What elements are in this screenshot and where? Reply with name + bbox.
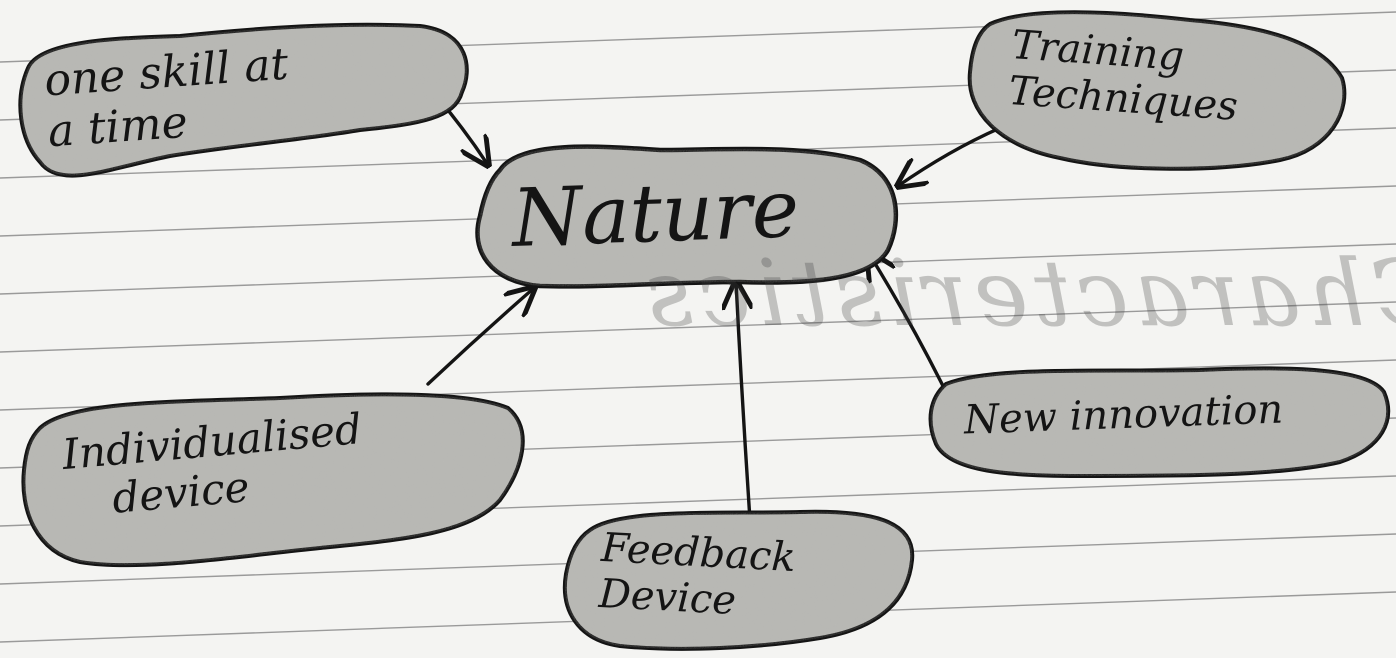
arrow-from-training	[898, 126, 1002, 186]
bubbles	[18, 10, 1390, 651]
arrow-from-individualised	[426, 288, 534, 386]
arrow-from-feedback	[736, 282, 750, 522]
show-through-text: Characteristics	[640, 240, 1396, 347]
arrow-from-innovation	[868, 252, 946, 390]
